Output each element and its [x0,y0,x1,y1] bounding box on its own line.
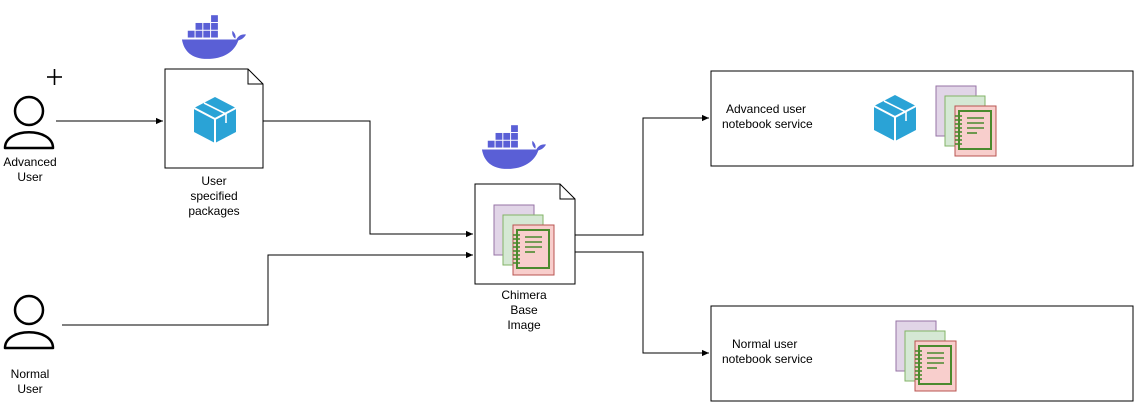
packages-label-line3: packages [188,204,240,218]
advanced-service-box[interactable] [710,70,1134,167]
base-to-normal-service-arrow [575,251,709,357]
normal-user-label-line2: User [17,382,43,396]
advanced-service-label-line1: Advanced user [726,102,807,116]
normal-user-label: Normal User [0,367,60,397]
connectors [56,114,709,357]
base-image-label-line1: Chimera [501,288,547,302]
advanced-user-label-line2: User [17,170,43,184]
advanced-service-label-line2: notebook service [722,117,813,131]
base-image-label: Chimera Base Image [484,288,564,333]
packages-label: User specified packages [174,174,254,219]
docker-whale-icon [481,125,547,169]
normal-user-label-line1: Normal [10,367,50,381]
normal-service-label-line1: Normal user [732,337,798,351]
base-to-advanced-service-arrow [575,114,709,236]
advanced-service-label: Advanced user notebook service [722,102,852,132]
advanced-user-label-line1: Advanced [3,155,57,169]
normal-service-label: Normal user notebook service [722,337,852,367]
packages-to-base-arrow [263,120,473,238]
docker-whale-icon [181,15,247,59]
normal-service-label-line2: notebook service [722,352,813,366]
packages-label-line1: User [201,174,227,188]
base-image-label-line3: Image [507,318,541,332]
normal-to-base-arrow [62,251,473,326]
advanced-user-label: Advanced User [0,155,60,185]
base-image-label-line2: Base [510,303,538,317]
packages-label-line2: specified [190,189,238,203]
normal-user-icon [3,294,55,350]
advanced-user-icon [3,69,62,150]
